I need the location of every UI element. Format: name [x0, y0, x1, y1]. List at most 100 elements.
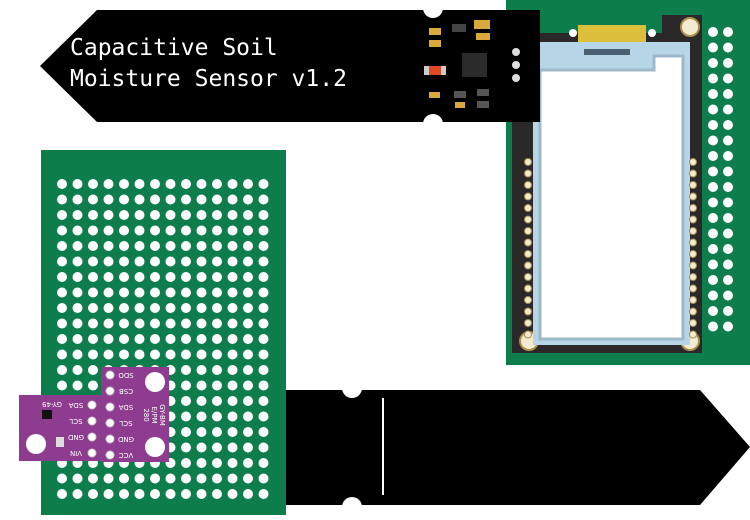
perfboard-hole — [181, 427, 191, 437]
perfboard-hole — [258, 210, 269, 220]
pin-label: SDA — [119, 403, 134, 411]
perfboard-hole — [57, 303, 67, 313]
perfboard-hole — [181, 473, 191, 484]
sensor-title-line2: Moisture Sensor v1.2 — [70, 66, 347, 92]
perfboard-hole — [723, 182, 733, 192]
pin-vcc — [105, 450, 115, 460]
perfboard-hole — [258, 194, 269, 205]
perfboard-hole — [196, 427, 207, 437]
perfboard-hole — [88, 303, 98, 313]
pin-label: VCC — [119, 451, 134, 459]
perfboard-hole — [708, 73, 718, 84]
perfboard-hole — [243, 287, 253, 298]
perfboard-hole — [196, 473, 207, 484]
perfboard-hole — [708, 290, 718, 301]
perfboard-hole — [150, 303, 160, 313]
perfboard-hole — [708, 42, 718, 53]
perfboard-hole — [708, 27, 718, 37]
perfboard-hole — [196, 380, 207, 391]
perfboard-hole — [103, 210, 114, 220]
perfboard-hole — [723, 135, 733, 146]
perfboard-hole — [181, 442, 191, 453]
perfboard-hole — [708, 275, 718, 285]
perfboard-hole — [243, 241, 253, 251]
perfboard-hole — [150, 334, 160, 344]
perfboard-hole — [227, 303, 238, 313]
perfboard-hole — [708, 58, 718, 68]
perfboard-hole — [57, 349, 67, 360]
perfboard-hole — [103, 303, 114, 313]
perfboard-hole — [181, 256, 191, 267]
perfboard-hole — [150, 287, 160, 298]
header-pin — [689, 273, 697, 281]
header-pin — [689, 238, 697, 247]
perfboard-hole — [57, 334, 67, 344]
perfboard-hole — [165, 225, 176, 236]
perfboard-hole — [258, 365, 269, 375]
perfboard-hole — [258, 225, 269, 236]
perfboard-hole — [165, 303, 176, 313]
perfboard-hole — [227, 458, 238, 468]
header-pin — [524, 169, 532, 178]
perfboard-hole — [181, 241, 191, 251]
bme280-label-1: GY-BM — [158, 404, 166, 426]
perfboard-hole — [196, 442, 207, 453]
perfboard-hole — [258, 334, 269, 344]
perfboard-hole — [723, 73, 733, 84]
perfboard-hole — [88, 272, 98, 282]
perfboard-hole — [57, 225, 67, 236]
perfboard-hole — [103, 318, 114, 329]
perfboard-right-holes — [708, 27, 733, 332]
perfboard-hole — [57, 256, 67, 267]
perfboard-hole — [103, 241, 114, 251]
perfboard-hole — [212, 442, 222, 453]
pin-label: GND — [68, 433, 84, 441]
perfboard-hole — [227, 365, 238, 375]
header-pin — [524, 227, 532, 235]
perfboard-hole — [196, 318, 207, 329]
perfboard-hole — [258, 179, 269, 189]
header-pin — [689, 158, 697, 166]
perfboard-hole — [134, 489, 145, 499]
header-pin — [524, 192, 532, 201]
perfboard-hole — [212, 287, 222, 298]
perfboard-hole — [181, 194, 191, 205]
perfboard-hole — [119, 334, 129, 344]
pin-csb — [105, 386, 115, 396]
perfboard-hole — [72, 194, 83, 205]
perfboard-hole — [181, 349, 191, 360]
header-pin — [524, 215, 532, 224]
perfboard-hole — [196, 489, 207, 499]
perfboard-hole — [119, 489, 129, 499]
perfboard-hole — [212, 272, 222, 282]
perfboard-hole — [165, 349, 176, 360]
perfboard-hole — [258, 241, 269, 251]
perfboard-hole — [57, 272, 67, 282]
pin-label: SCL — [119, 419, 132, 427]
perfboard-hole — [103, 287, 114, 298]
perfboard-hole — [258, 411, 269, 422]
perfboard-hole — [181, 287, 191, 298]
perfboard-hole — [243, 458, 253, 468]
perfboard-hole — [243, 365, 253, 375]
perfboard-hole — [212, 334, 222, 344]
perfboard-hole — [196, 210, 207, 220]
perfboard-hole — [227, 272, 238, 282]
perfboard-hole — [72, 241, 83, 251]
perfboard-hole — [88, 194, 98, 205]
header-pin — [524, 273, 532, 281]
header-pin — [689, 192, 697, 201]
perfboard-hole — [243, 334, 253, 344]
perfboard-hole — [72, 225, 83, 236]
perfboard-hole — [196, 334, 207, 344]
perfboard-hole — [227, 411, 238, 422]
perfboard-hole — [88, 334, 98, 344]
header-pin — [689, 181, 697, 189]
header-pin — [524, 307, 532, 316]
perfboard-hole — [103, 349, 114, 360]
perfboard-hole — [196, 179, 207, 189]
perfboard-hole — [708, 89, 718, 99]
perfboard-hole — [708, 228, 718, 239]
perfboard-hole — [708, 244, 718, 254]
